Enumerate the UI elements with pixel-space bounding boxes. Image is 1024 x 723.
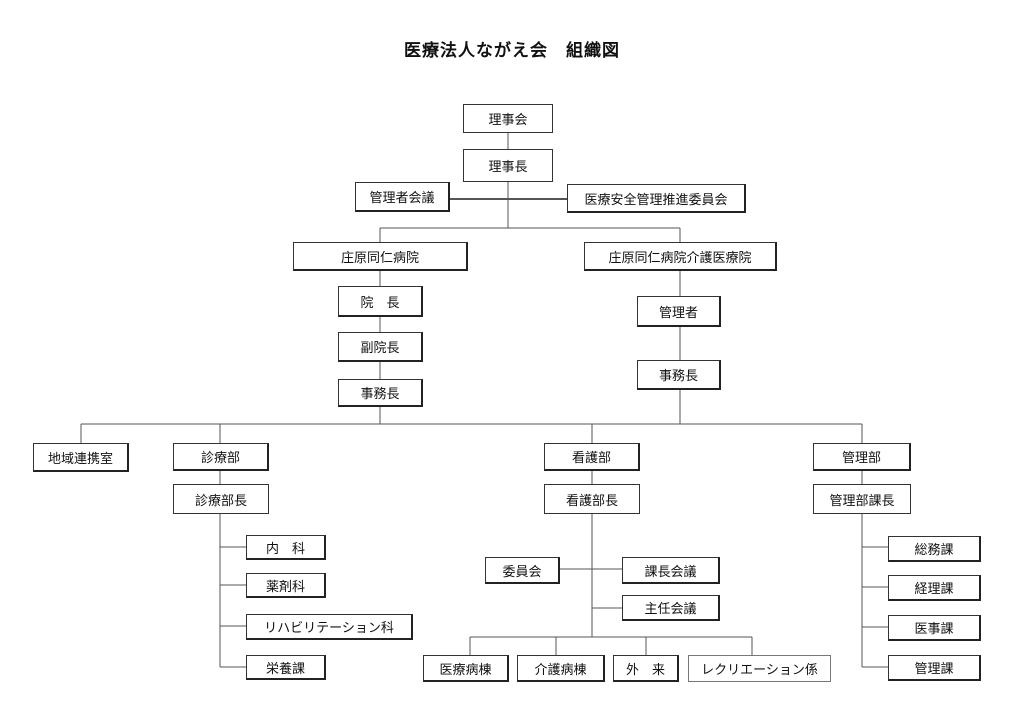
vice-director-box: 副院長: [338, 332, 423, 362]
recreation-box: レクリエーション係: [688, 655, 831, 682]
supervisors-meeting-box: 主任会議: [622, 595, 720, 621]
administrator-box: 管理者: [637, 296, 721, 327]
shobara-care-hospital-box: 庄原同仁病院介護医療院: [584, 242, 777, 271]
management-section-box: 管理課: [888, 655, 981, 681]
general-affairs-box: 総務課: [888, 536, 981, 562]
rehabilitation-box: リハビリテーション科: [246, 614, 413, 640]
medical-affairs-box: 医事課: [888, 615, 981, 641]
shobara-hospital-box: 庄原同仁病院: [293, 242, 468, 271]
office-manager-box-1: 事務長: [338, 379, 423, 407]
director-box: 院 長: [338, 286, 423, 317]
section-chiefs-meeting-box: 課長会議: [622, 557, 720, 584]
outpatient-box: 外 来: [613, 655, 679, 682]
pharmacy-box: 薬剤科: [246, 573, 326, 598]
managers-meeting-box: 管理者会議: [355, 182, 450, 212]
medical-safety-committee-box: 医療安全管理推進委員会: [567, 184, 746, 213]
accounting-box: 経理課: [888, 575, 981, 601]
chairman-box: 理事長: [463, 149, 553, 182]
regional-liaison-box: 地域連携室: [33, 443, 129, 472]
medical-ward-box: 医療病棟: [423, 655, 509, 682]
nursing-dept-head-box: 看護部長: [544, 484, 640, 514]
care-ward-box: 介護病棟: [517, 655, 605, 682]
nutrition-box: 栄養課: [246, 655, 326, 680]
medical-dept-box: 診療部: [173, 443, 269, 471]
office-manager-box-2: 事務長: [637, 360, 721, 390]
nursing-dept-box: 看護部: [544, 443, 640, 471]
committee-box: 委員会: [485, 557, 560, 584]
management-dept-box: 管理部: [813, 443, 911, 471]
medical-dept-head-box: 診療部長: [173, 484, 269, 514]
board-of-directors-box: 理事会: [463, 104, 553, 133]
internal-medicine-box: 内 科: [246, 535, 326, 560]
management-dept-head-box: 管理部課長: [813, 484, 911, 514]
chart-title: 医療法人ながえ会 組織図: [404, 41, 620, 61]
